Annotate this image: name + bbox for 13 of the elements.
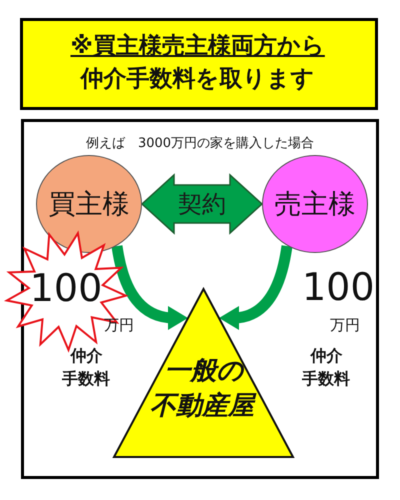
fee-text: 仲介手数料 [302,345,351,390]
circle-node: 買主様 [36,155,142,253]
example-text: 例えば 3000万円の家を購入した場合 [84,135,316,152]
circle-node: 売主様 [262,155,368,253]
triangle-label: 一般の不動産屋 [150,354,256,424]
title: ※買主様売主様両方から仲介手数料を取ります [70,32,326,94]
amount-text: 100 [302,265,375,309]
amount-text: 100 [28,266,104,310]
curved-arrow [219,245,292,330]
unit-text: 万円 [104,316,134,335]
unit-text: 万円 [330,316,360,335]
fee-text: 仲介手数料 [62,345,111,390]
curved-arrow [112,245,188,330]
